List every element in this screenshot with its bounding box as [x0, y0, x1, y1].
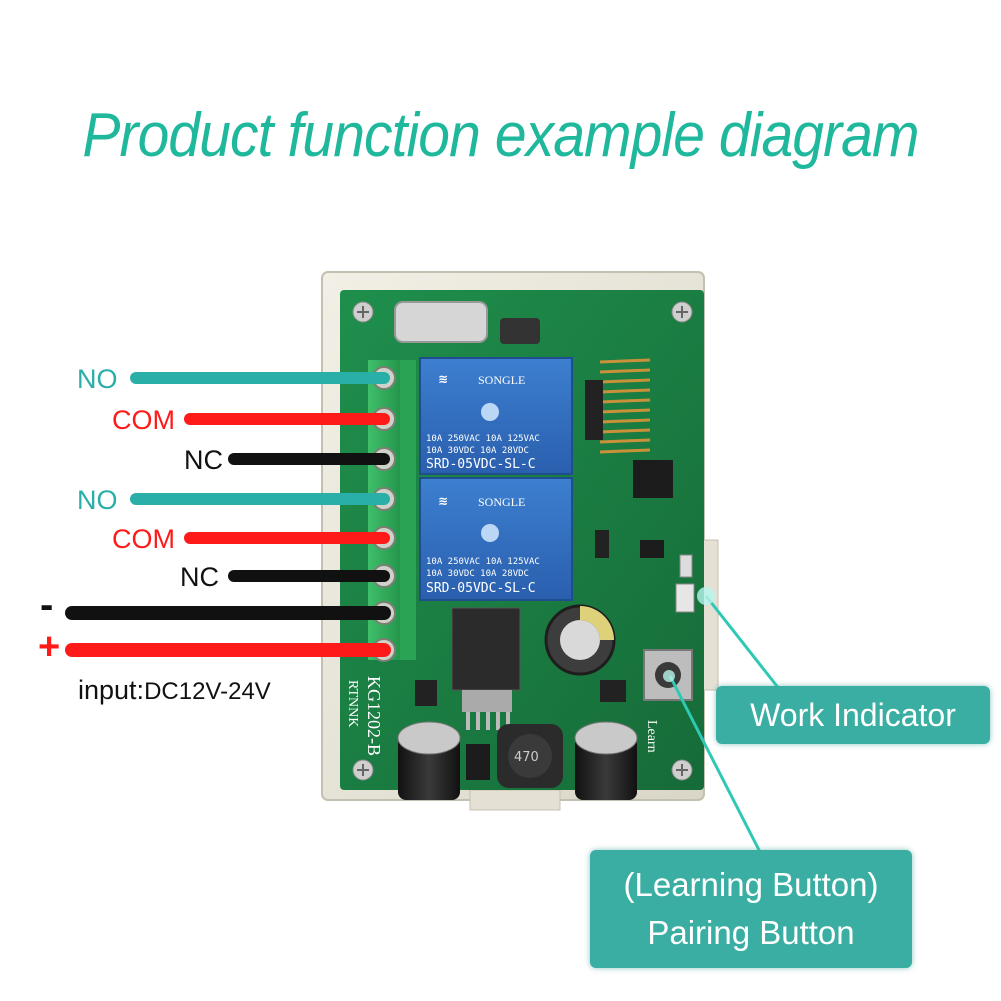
relay-2-model: SRD-05VDC-SL-C	[426, 581, 536, 596]
board-model-text: KG1202-B	[364, 676, 384, 756]
wire-label-6: NC	[180, 562, 219, 592]
relay-2: ≋ SONGLE 10A 250VAC 10A 125VAC 10A 30VDC…	[419, 477, 573, 601]
input-voltage-label: input:DC12V-24V	[78, 675, 271, 706]
svg-text:≋: ≋	[438, 372, 448, 386]
capacitor-3	[574, 721, 638, 800]
button-glow	[663, 670, 675, 682]
voltage-regulator	[451, 607, 521, 691]
relay-1-brand: SONGLE	[478, 373, 525, 387]
board-brand-text: RTNNK	[345, 680, 360, 727]
relay-2-rating-1: 10A 250VAC 10A 125VAC	[426, 557, 540, 567]
learn-label: Learn	[644, 720, 659, 753]
inductor: 470	[497, 724, 563, 788]
relay-2-rating-2: 10A 30VDC 10A 28VDC	[426, 569, 529, 579]
oscillator	[394, 301, 488, 343]
pairing-line-2: Pairing Button	[647, 914, 855, 951]
input-label-prefix: input:	[78, 675, 145, 705]
pairing-button-callout: (Learning Button) Pairing Button	[590, 850, 912, 968]
work-indicator-led	[675, 583, 695, 613]
capacitor-1	[544, 604, 616, 676]
work-indicator-callout: Work Indicator	[716, 686, 990, 744]
page-title: Product function example diagram	[82, 101, 919, 170]
wire-label-7: -	[40, 583, 54, 627]
wires	[65, 372, 391, 657]
relay-1-rating-2: 10A 30VDC 10A 28VDC	[426, 446, 529, 456]
indicator-glow	[697, 587, 715, 605]
pairing-line-1: (Learning Button)	[623, 866, 879, 903]
work-indicator-text: Work Indicator	[750, 697, 956, 733]
pointer-lines	[668, 595, 782, 853]
relay-1: ≋ SONGLE 10A 250VAC 10A 125VAC 10A 30VDC…	[419, 357, 573, 475]
wire-label-3: NC	[184, 445, 223, 475]
antenna-coil	[599, 358, 651, 454]
wire-label-1: NO	[77, 364, 118, 394]
wire-label-5: COM	[112, 524, 175, 554]
wire-label-8: +	[38, 626, 61, 668]
svg-text:≋: ≋	[438, 494, 448, 508]
input-label-value: DC12V-24V	[144, 678, 271, 705]
svg-text:470: 470	[514, 750, 539, 765]
relay-1-model: SRD-05VDC-SL-C	[426, 457, 536, 472]
wire-label-4: NO	[77, 485, 118, 515]
capacitor-2	[397, 721, 461, 800]
relay-1-rating-1: 10A 250VAC 10A 125VAC	[426, 434, 540, 444]
relay-2-brand: SONGLE	[478, 495, 525, 509]
wire-label-2: COM	[112, 405, 175, 435]
